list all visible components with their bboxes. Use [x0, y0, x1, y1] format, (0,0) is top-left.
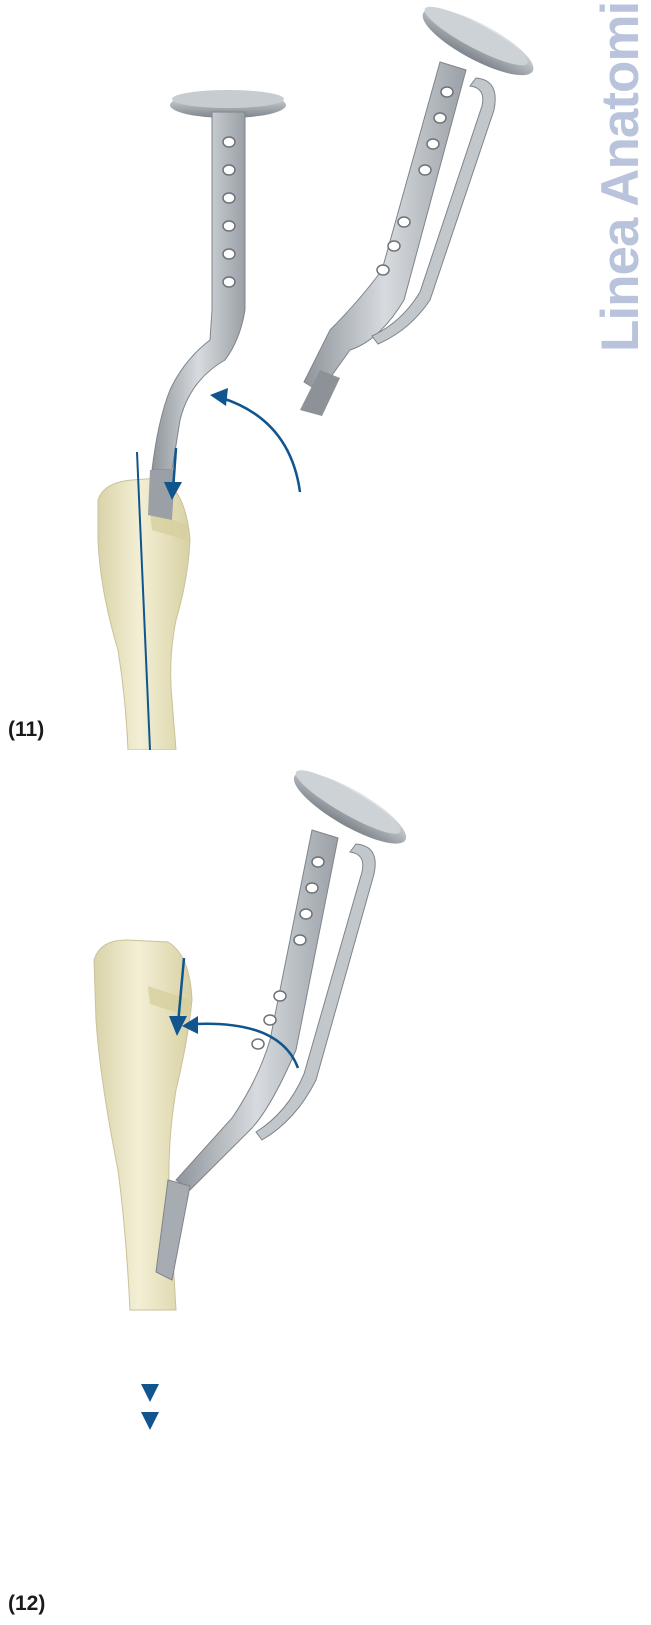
figure-11: (11) [0, 0, 651, 750]
figure-12-illustration [0, 750, 651, 1625]
rasp-instrument-upright [148, 90, 286, 520]
figure-12: (12) [0, 750, 651, 1625]
rasp-instrument-angled [300, 0, 541, 416]
figure-label: (11) [8, 718, 44, 742]
figure-label: (12) [8, 1592, 45, 1616]
rotation-arrow [210, 388, 300, 492]
figure-11-illustration [0, 0, 651, 750]
double-arrowhead [141, 1384, 159, 1430]
